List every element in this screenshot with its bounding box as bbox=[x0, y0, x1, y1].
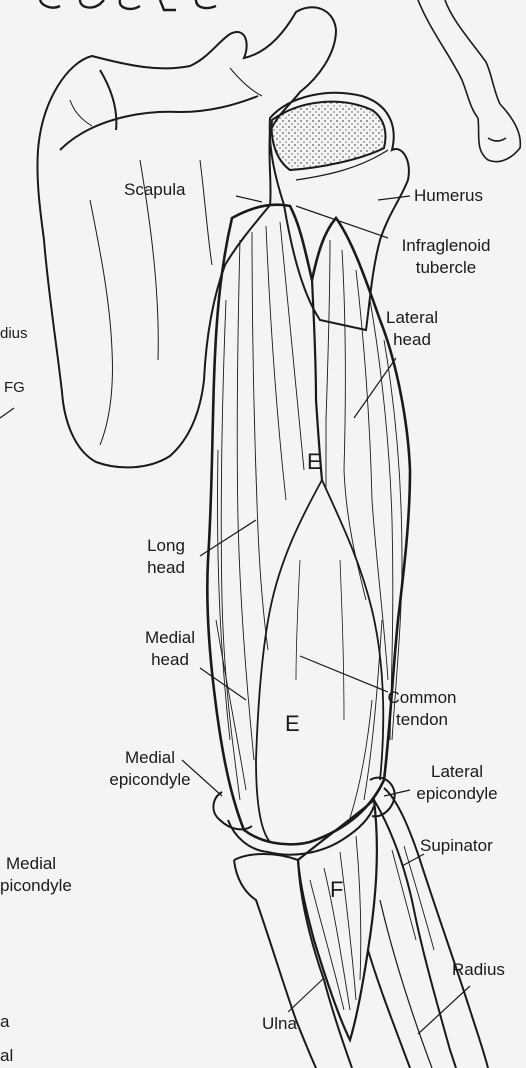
muscle-letter-f: F bbox=[330, 878, 343, 902]
label-lateral-epicondyle-line2: epicondyle bbox=[402, 784, 512, 804]
cut-heading-fragment bbox=[40, 0, 216, 10]
label-infraglenoid-line2: tubercle bbox=[386, 258, 506, 278]
label-humerus: Humerus bbox=[414, 186, 483, 206]
left-cut-label-2: FG bbox=[4, 378, 25, 398]
left-cut-label-3: Medial bbox=[6, 854, 56, 874]
leader-left-cut bbox=[0, 408, 14, 418]
leader-medial-head bbox=[200, 668, 246, 700]
label-common-tendon-line1: Common bbox=[382, 688, 462, 708]
label-long-head-line1: Long bbox=[136, 536, 196, 556]
muscle-letter-e-lower: E bbox=[285, 712, 300, 736]
label-lateral-head-line2: head bbox=[372, 330, 452, 350]
label-long-head-line2: head bbox=[136, 558, 196, 578]
label-lateral-head-line1: Lateral bbox=[372, 308, 452, 328]
label-scapula: Scapula bbox=[124, 180, 185, 200]
label-medial-epicondyle-line1: Medial bbox=[100, 748, 200, 768]
leader-infraglenoid bbox=[296, 206, 388, 238]
label-ulna: Ulna bbox=[262, 1014, 297, 1034]
mini-arm-sketch bbox=[418, 0, 520, 162]
left-cut-label-5: a bbox=[0, 1012, 9, 1032]
label-common-tendon-line2: tendon bbox=[382, 710, 462, 730]
humerus-bone bbox=[270, 93, 409, 330]
label-radius: Radius bbox=[452, 960, 505, 980]
left-cut-label-4: picondyle bbox=[0, 876, 72, 896]
leader-ulna bbox=[288, 978, 324, 1012]
left-cut-label-6: al bbox=[0, 1046, 13, 1066]
muscle-letter-e-upper: E bbox=[307, 450, 322, 474]
leader-humerus bbox=[378, 196, 410, 200]
label-medial-head-line2: head bbox=[134, 650, 206, 670]
label-lateral-epicondyle-line1: Lateral bbox=[402, 762, 512, 782]
leader-lateral-head bbox=[354, 358, 396, 418]
label-medial-head-line1: Medial bbox=[134, 628, 206, 648]
label-medial-epicondyle-line2: epicondyle bbox=[96, 770, 204, 790]
label-supinator: Supinator bbox=[420, 836, 493, 856]
label-infraglenoid-line1: Infraglenoid bbox=[386, 236, 506, 256]
left-cut-label-1: dius bbox=[0, 324, 28, 344]
leader-scapula bbox=[236, 196, 262, 202]
